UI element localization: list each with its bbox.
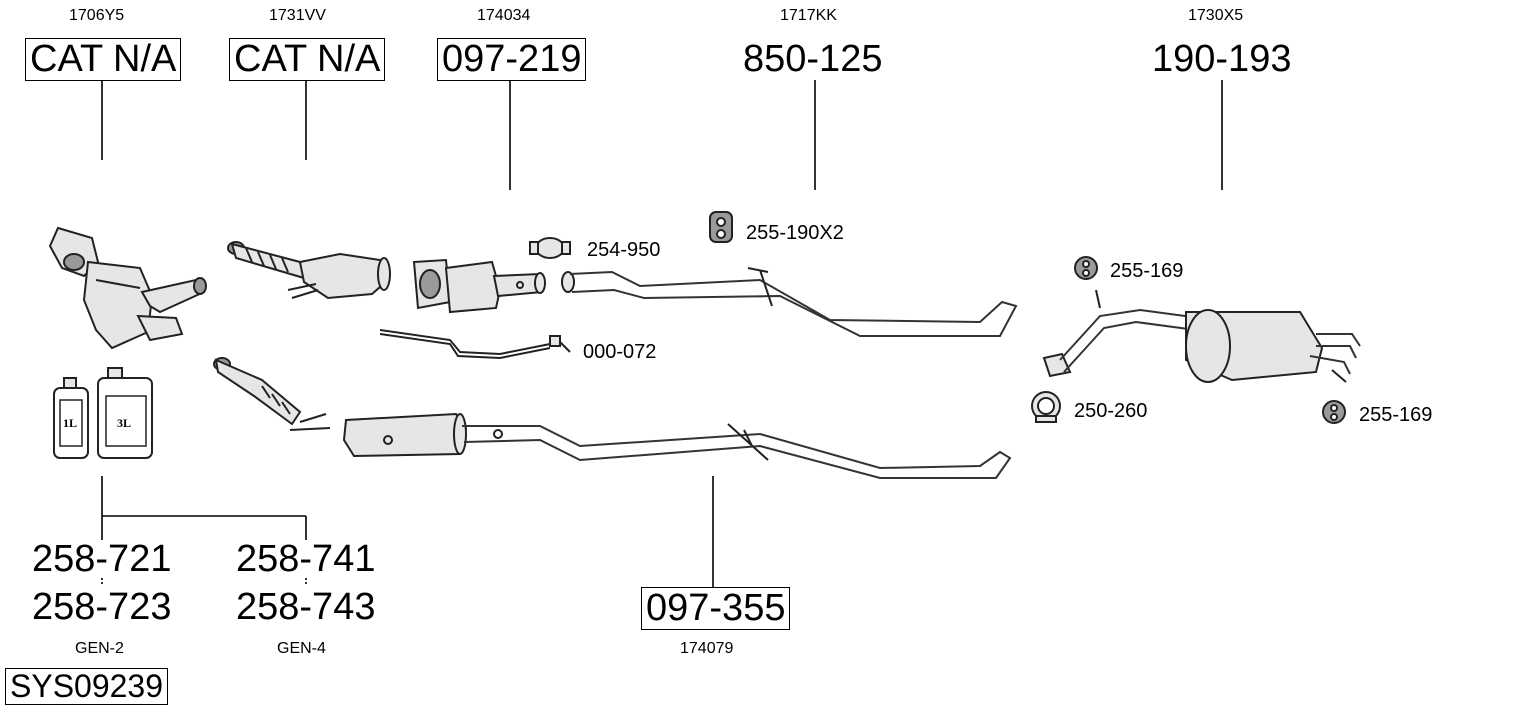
rubber-255-169-a-label[interactable]: 255-169 <box>1110 260 1184 282</box>
gen4-top-number[interactable]: 258-741 <box>236 538 376 580</box>
cat2-ref: 1731VV <box>269 7 326 24</box>
front-box-ref: 174079 <box>680 640 734 657</box>
middle-pipe-drawing <box>561 267 1018 337</box>
mid-pipe-ref: 1717KK <box>780 7 837 24</box>
rubber-255-169-a-drawing <box>1074 256 1098 280</box>
catalyst-1-drawing <box>48 226 207 350</box>
gen2-top-number[interactable]: 258-721 <box>32 538 172 580</box>
clamp-250-drawing <box>1031 391 1061 423</box>
rubber-255-190-drawing <box>709 211 733 243</box>
rubber-255-169-b-drawing <box>1322 400 1346 424</box>
gen4-name: GEN-4 <box>277 640 326 657</box>
bottle-large-label: 3L <box>117 416 132 430</box>
rubber-255-169-b-label[interactable]: 255-169 <box>1359 404 1433 426</box>
cat2-part-number[interactable]: CAT N/A <box>229 38 386 81</box>
system-code: SYS09239 <box>5 668 169 705</box>
dpf-ref: 174034 <box>477 7 531 24</box>
cat1-ref: 1706Y5 <box>69 7 125 24</box>
front-box-drawing <box>213 357 1012 479</box>
bottle-small-label: 1L <box>63 416 78 430</box>
gen2-bottom-number[interactable]: 258-723 <box>32 586 172 628</box>
gen2-name: GEN-2 <box>75 640 124 657</box>
rear-box-part-number[interactable]: 190-193 <box>1152 38 1292 80</box>
clamp-254-drawing <box>529 237 571 259</box>
dpf-part-number[interactable]: 097-219 <box>437 38 587 81</box>
dpf-drawing <box>412 258 546 314</box>
sensor-drawing <box>379 329 571 360</box>
cat1-part-number[interactable]: CAT N/A <box>25 38 182 81</box>
sensor-label[interactable]: 000-072 <box>583 341 657 363</box>
fluid-bottles-drawing <box>53 367 153 459</box>
leader-lines <box>101 80 1223 587</box>
rubber-255-190-label[interactable]: 255-190X2 <box>746 222 844 244</box>
rear-box-drawing <box>1042 289 1361 383</box>
clamp-254-label[interactable]: 254-950 <box>587 239 661 261</box>
rear-box-ref: 1730X5 <box>1188 7 1244 24</box>
front-box-part-number[interactable]: 097-355 <box>641 587 791 630</box>
clamp-250-label[interactable]: 250-260 <box>1074 400 1148 422</box>
catalyst-2-drawing <box>227 241 391 300</box>
gen4-bottom-number[interactable]: 258-743 <box>236 586 376 628</box>
mid-pipe-part-number[interactable]: 850-125 <box>743 38 883 80</box>
